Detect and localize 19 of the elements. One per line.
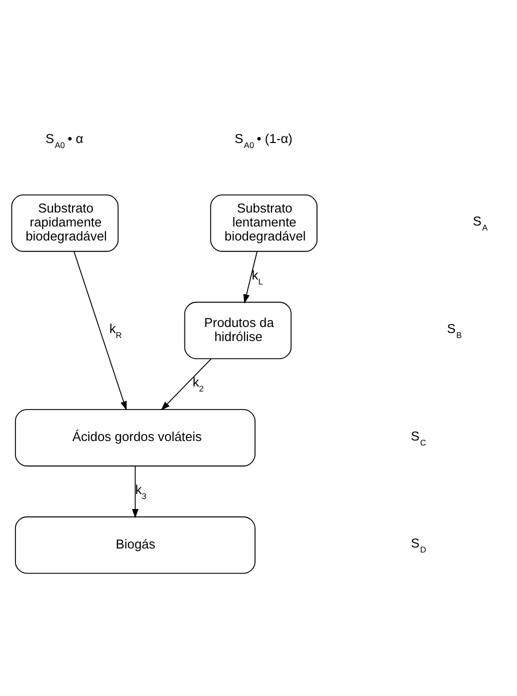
label: S$_{D}$ [410,535,426,554]
label: S$_{B}$ [446,320,462,340]
arrow [74,250,127,410]
node-label: S$_{A0}$ • (1-α) [234,130,293,150]
arrow [132,465,138,518]
node-box: Substrato rapidamente biodegradável [11,194,119,252]
node-box: Substrato lentamente biodegradável [210,194,318,252]
node-box: Produtos da hidrólise [184,301,292,359]
label: S$_{A}$ [472,213,488,232]
node-box: Ácidos gordos voláteis [14,408,256,466]
node-label: S$_{A0}$ • α [45,130,84,150]
label: S$_{C}$ [410,428,426,447]
node-box: Biogás [14,516,256,574]
edge-label: k$_{2}$ [192,374,204,394]
arrow [243,250,258,304]
edge-label: k$_{3}$ [135,481,146,500]
edge-label: k$_{L}$ [252,266,263,286]
edge-label: k$_{R}$ [109,320,122,340]
arrow [160,358,212,410]
